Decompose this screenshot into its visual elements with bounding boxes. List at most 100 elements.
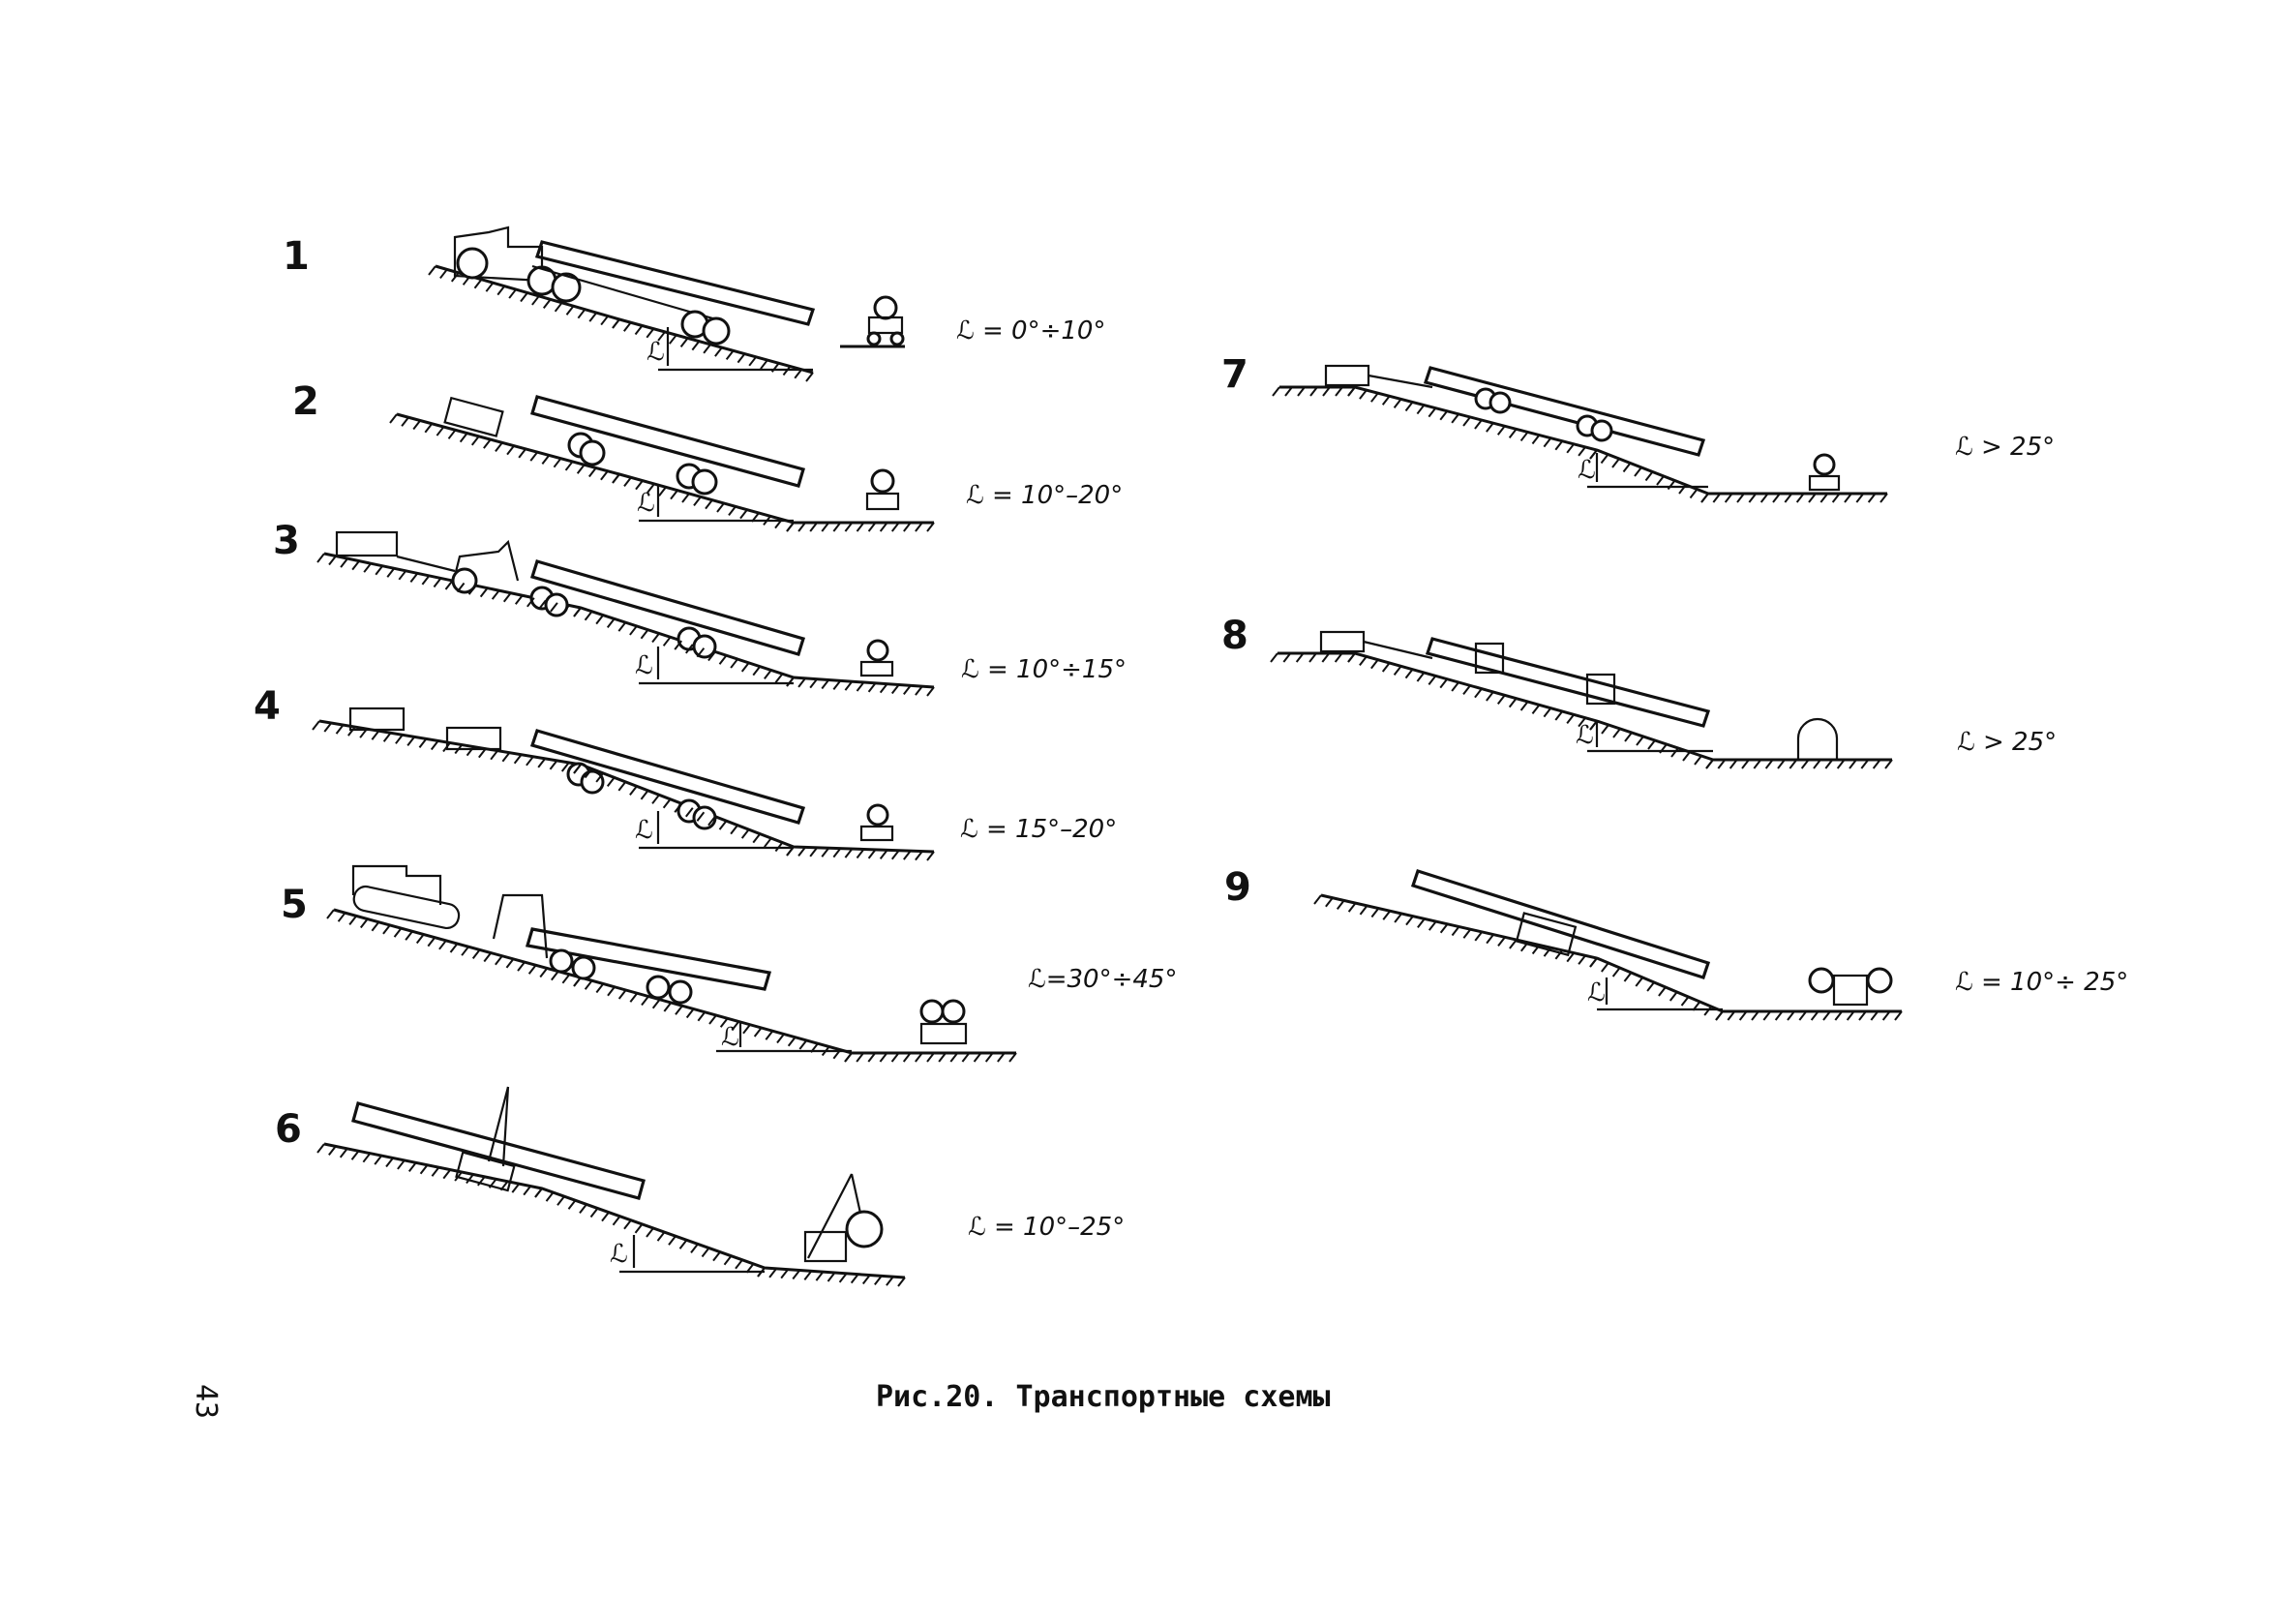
figure-caption: Рис.20. Транспортные схемы — [876, 1380, 1331, 1414]
hatch-tick — [897, 1277, 906, 1287]
carriage-icon — [867, 316, 904, 335]
carriage-icon — [1808, 474, 1841, 492]
hatch-tick — [716, 502, 725, 513]
hatch-tick — [511, 1183, 521, 1193]
hatch-tick — [1313, 894, 1322, 905]
hatch-tick — [573, 764, 582, 774]
scheme-number-8: 8 — [1221, 614, 1248, 658]
hatch-tick — [861, 1274, 871, 1285]
hatch-tick — [657, 331, 666, 342]
hatch-tick — [1270, 652, 1278, 663]
section-view-8 — [1796, 717, 1839, 760]
hatch-tick — [534, 1188, 543, 1198]
hatch-tick — [1439, 678, 1449, 689]
hatch-tick — [1554, 440, 1564, 451]
hatch-tick — [629, 992, 639, 1003]
hatch-tick — [765, 1030, 774, 1040]
pipe-section-4 — [529, 729, 806, 825]
hatch-tick — [389, 413, 398, 424]
hatch-tick — [461, 946, 469, 956]
hatch-tick — [1647, 739, 1656, 750]
hatch-tick — [350, 1150, 360, 1160]
hatch-tick — [1474, 931, 1484, 942]
hatch-tick — [1519, 431, 1529, 442]
pipelayer-6 — [455, 1151, 516, 1192]
hatch-tick — [1644, 470, 1654, 482]
hatch-tick — [371, 730, 380, 740]
hatch-tick — [359, 917, 369, 929]
hatch-tick — [1496, 425, 1506, 436]
pipelayer-body-icon — [803, 1230, 848, 1263]
hatch-tick — [623, 476, 632, 487]
hatch-tick — [375, 565, 384, 576]
hatch-tick — [612, 318, 620, 329]
hatch-tick — [719, 1017, 729, 1028]
section-view-5 — [919, 999, 968, 1045]
hatch-tick — [949, 1052, 959, 1063]
pipelayer-body-icon — [1832, 974, 1869, 1007]
scheme-number-4: 4 — [254, 684, 281, 729]
hatch-tick — [844, 680, 854, 691]
hatch-tick — [770, 362, 780, 373]
hatch-tick — [1381, 395, 1391, 406]
hatch-tick — [780, 1269, 789, 1279]
hatch-tick — [612, 1216, 621, 1226]
hatch-tick — [679, 337, 689, 348]
hatch-tick — [316, 553, 325, 563]
pipe-section-8 — [1425, 637, 1711, 728]
hatch-tick — [1462, 684, 1471, 695]
hatch-tick — [705, 499, 713, 510]
hatch-tick — [1497, 936, 1506, 947]
hatch-tick — [573, 607, 582, 617]
hatch-tick — [640, 629, 649, 640]
hatch-tick — [549, 760, 558, 770]
hatch-tick — [1634, 466, 1642, 477]
hatch-tick — [646, 1227, 654, 1238]
hatch-tick — [748, 356, 757, 367]
wheel-icon — [1488, 391, 1512, 414]
hatch-tick — [1359, 389, 1368, 400]
hatch-tick — [635, 480, 644, 491]
wheel-icon — [451, 567, 478, 594]
hatch-tick — [1727, 1010, 1736, 1021]
hatch-tick — [1322, 386, 1331, 397]
hatch-tick — [915, 850, 923, 861]
wheel-icon — [668, 979, 693, 1005]
hatch-tick — [629, 625, 638, 636]
hatch-tick — [1282, 652, 1292, 663]
hatch-tick — [1531, 944, 1541, 955]
scheme-1: 1 ℒ ℒ = 0°÷10° — [283, 226, 1105, 375]
hatch-tick — [740, 828, 750, 839]
hatch-tick — [1800, 759, 1810, 769]
angle-symbol-2: ℒ — [637, 489, 655, 518]
hatch-tick — [1855, 493, 1865, 503]
hatch-tick — [1879, 493, 1888, 503]
tow-cable-7 — [1368, 374, 1433, 389]
hatch-tick — [584, 767, 593, 779]
crawler-track-icon — [352, 885, 461, 930]
hatch-tick — [1729, 759, 1738, 769]
hatch-tick — [1736, 493, 1745, 503]
hatch-tick — [456, 582, 466, 593]
hatch-tick — [1543, 707, 1552, 718]
hatch-tick — [1669, 991, 1678, 1002]
hatch-tick — [805, 372, 814, 382]
hatch-tick — [1347, 652, 1356, 663]
hatch-tick — [821, 847, 830, 857]
hatch-tick — [1789, 759, 1798, 769]
hatch-tick — [997, 1052, 1006, 1063]
hatch-tick — [844, 1052, 853, 1063]
hatch-tick — [1428, 407, 1437, 418]
hatch-tick — [867, 682, 877, 693]
hatch-tick — [810, 1042, 819, 1053]
hatch-tick — [1759, 493, 1769, 503]
hatch-tick — [739, 509, 748, 520]
hatch-tick — [556, 1195, 565, 1206]
hatch-tick — [697, 1011, 707, 1022]
hatch-tick — [337, 912, 346, 922]
hatch-tick — [1474, 688, 1483, 699]
hatch-tick — [658, 486, 667, 496]
hatch-tick — [1578, 717, 1586, 728]
hatch-tick — [737, 352, 746, 364]
hatch-tick — [1566, 443, 1575, 454]
